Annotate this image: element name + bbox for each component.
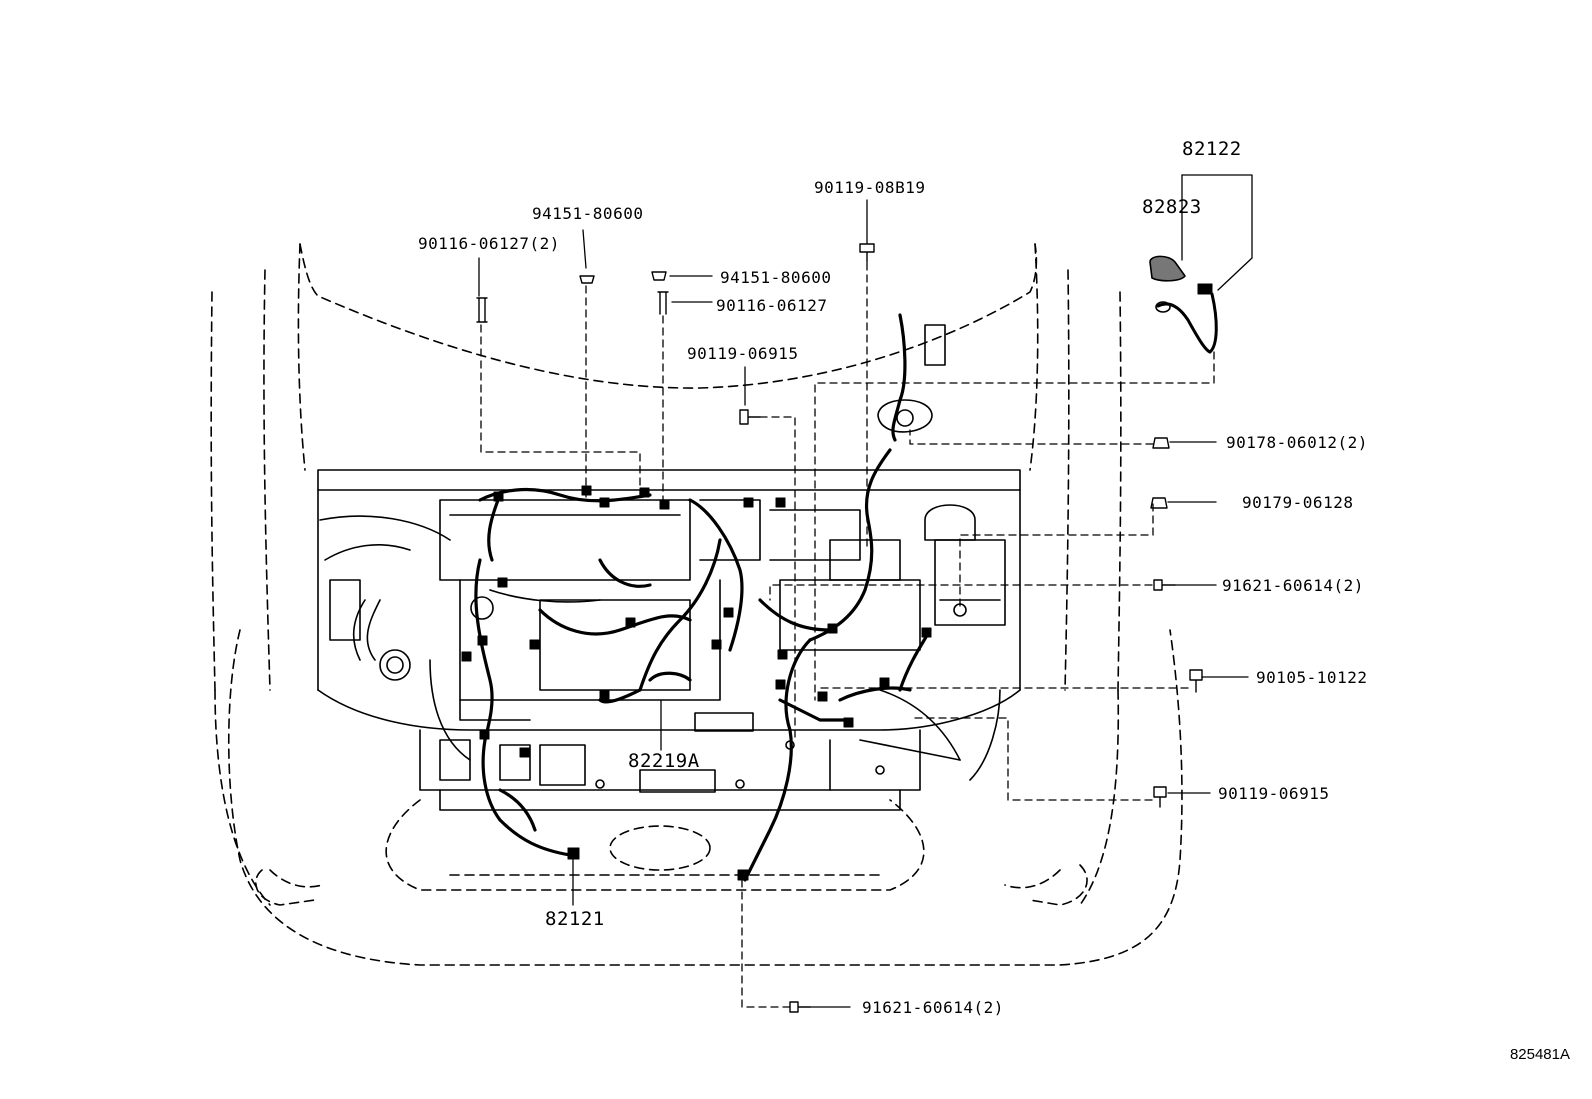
ground-strap bbox=[1155, 292, 1218, 354]
reference-lines bbox=[480, 262, 1215, 1008]
callout-90179-06128[interactable]: 90179-06128 bbox=[1242, 493, 1354, 512]
callout-82219a[interactable]: 82219A bbox=[628, 750, 700, 772]
callout-94151-80600-top[interactable]: 94151-80600 bbox=[532, 204, 644, 223]
hood-outline bbox=[210, 243, 1122, 691]
callout-90119-08b19[interactable]: 90119-08B19 bbox=[814, 178, 926, 197]
callout-90119-06915-lower[interactable]: 90119-06915 bbox=[1218, 784, 1330, 803]
callout-82122[interactable]: 82122 bbox=[1182, 138, 1242, 160]
engine-block bbox=[319, 499, 1006, 791]
callout-91621-60614-2-bottom[interactable]: 91621-60614(2) bbox=[862, 998, 1004, 1017]
engine-wire-harness bbox=[474, 313, 932, 882]
callout-90105-10122[interactable]: 90105-10122 bbox=[1256, 668, 1368, 687]
fastener-icons bbox=[476, 243, 1203, 1013]
callout-91621-60614-2-right[interactable]: 91621-60614(2) bbox=[1222, 576, 1364, 595]
leader-lines bbox=[478, 174, 1253, 1008]
harness-connectors bbox=[461, 283, 1213, 881]
callout-82121[interactable]: 82121 bbox=[545, 908, 605, 930]
callout-90119-06915-upper[interactable]: 90119-06915 bbox=[687, 344, 799, 363]
callout-90116-06127-2[interactable]: 90116-06127(2) bbox=[418, 234, 560, 253]
fender-outline bbox=[214, 629, 1183, 966]
callout-90178-06012-2[interactable]: 90178-06012(2) bbox=[1226, 433, 1368, 452]
boot-cap bbox=[1149, 255, 1186, 282]
callout-90116-06127[interactable]: 90116-06127 bbox=[716, 296, 828, 315]
radiator-support bbox=[317, 469, 1021, 811]
grommet bbox=[877, 324, 946, 433]
callout-82823[interactable]: 82823 bbox=[1142, 196, 1202, 218]
figure-id: 825481A bbox=[1509, 1046, 1570, 1063]
callout-94151-80600-side[interactable]: 94151-80600 bbox=[720, 268, 832, 287]
